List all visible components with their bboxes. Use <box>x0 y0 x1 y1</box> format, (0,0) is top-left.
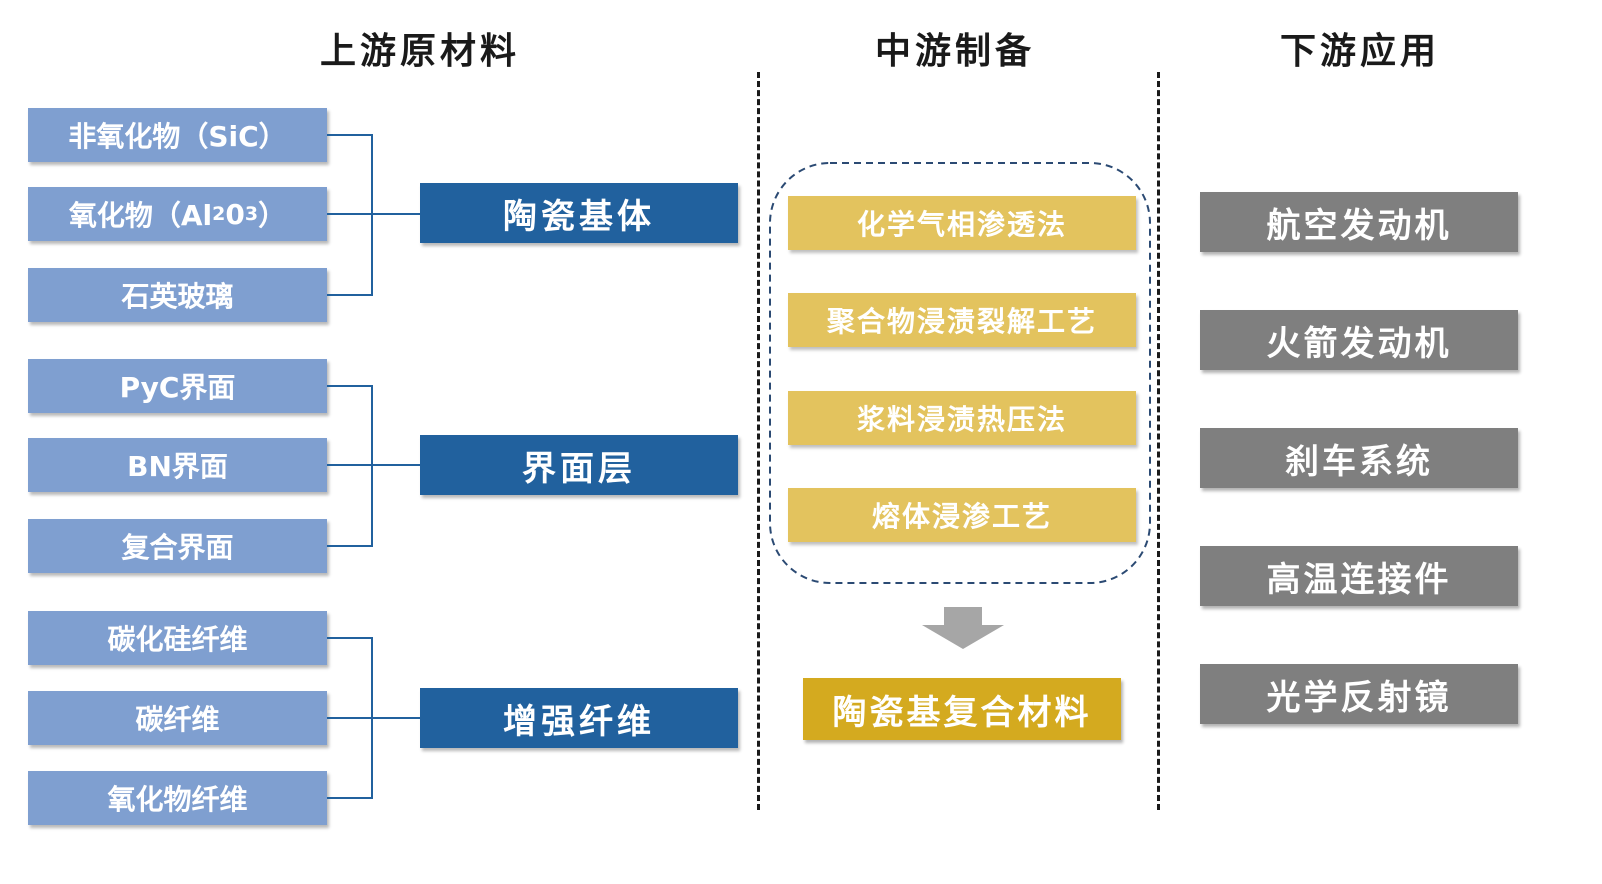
midstream-title: 中游制备 <box>874 31 1035 72</box>
al2o3-mid: 0 <box>225 197 245 231</box>
connector-line <box>327 717 421 719</box>
raw-material-pyc-interface: PyC界面 <box>28 359 327 413</box>
application-rocket-engine: 火箭发动机 <box>1200 310 1518 370</box>
al2o3-prefix: 氧化物（Al <box>68 199 213 232</box>
al2o3-subscript-2: 2 <box>212 203 226 225</box>
downstream-title: 下游应用 <box>1279 31 1440 72</box>
raw-material-carbon-fiber: 碳纤维 <box>28 691 327 745</box>
process-cvi: 化学气相渗透法 <box>788 196 1136 250</box>
connector-line <box>371 637 373 799</box>
connector-line <box>371 385 373 547</box>
raw-material-oxide-fiber: 氧化物纤维 <box>28 771 327 825</box>
group-interface-layer: 界面层 <box>420 435 738 495</box>
connector-line <box>327 134 373 136</box>
raw-material-sic-fiber: 碳化硅纤维 <box>28 611 327 665</box>
group-ceramic-matrix: 陶瓷基体 <box>420 183 738 243</box>
process-melt-infiltration: 熔体浸渗工艺 <box>788 488 1136 542</box>
process-container <box>769 162 1151 584</box>
al2o3-suffix: ） <box>258 199 287 232</box>
connector-line <box>327 213 421 215</box>
down-arrow-icon <box>922 607 1004 649</box>
al2o3-subscript-3: 3 <box>244 203 259 225</box>
process-pip: 聚合物浸渍裂解工艺 <box>788 293 1136 347</box>
raw-material-bn-interface: BN界面 <box>28 438 327 492</box>
connector-line <box>327 637 373 639</box>
connector-line <box>327 545 373 547</box>
connector-line <box>371 134 373 296</box>
application-optical-mirror: 光学反射镜 <box>1200 664 1518 724</box>
raw-material-composite-interface: 复合界面 <box>28 519 327 573</box>
connector-line <box>327 294 373 296</box>
raw-material-sic: 非氧化物（SiC） <box>28 108 327 162</box>
divider-right <box>1157 72 1160 810</box>
raw-material-quartz-glass: 石英玻璃 <box>28 268 327 322</box>
connector-line <box>327 797 373 799</box>
application-brake-system: 刹车系统 <box>1200 428 1518 488</box>
result-cmc: 陶瓷基复合材料 <box>803 678 1121 740</box>
connector-line <box>327 464 421 466</box>
application-high-temp-connector: 高温连接件 <box>1200 546 1518 606</box>
upstream-title: 上游原材料 <box>319 31 520 72</box>
divider-left <box>757 72 760 810</box>
group-reinforcing-fiber: 增强纤维 <box>420 688 738 748</box>
application-aero-engine: 航空发动机 <box>1200 192 1518 252</box>
process-slurry-hot-press: 浆料浸渍热压法 <box>788 391 1136 445</box>
connector-line <box>327 385 373 387</box>
